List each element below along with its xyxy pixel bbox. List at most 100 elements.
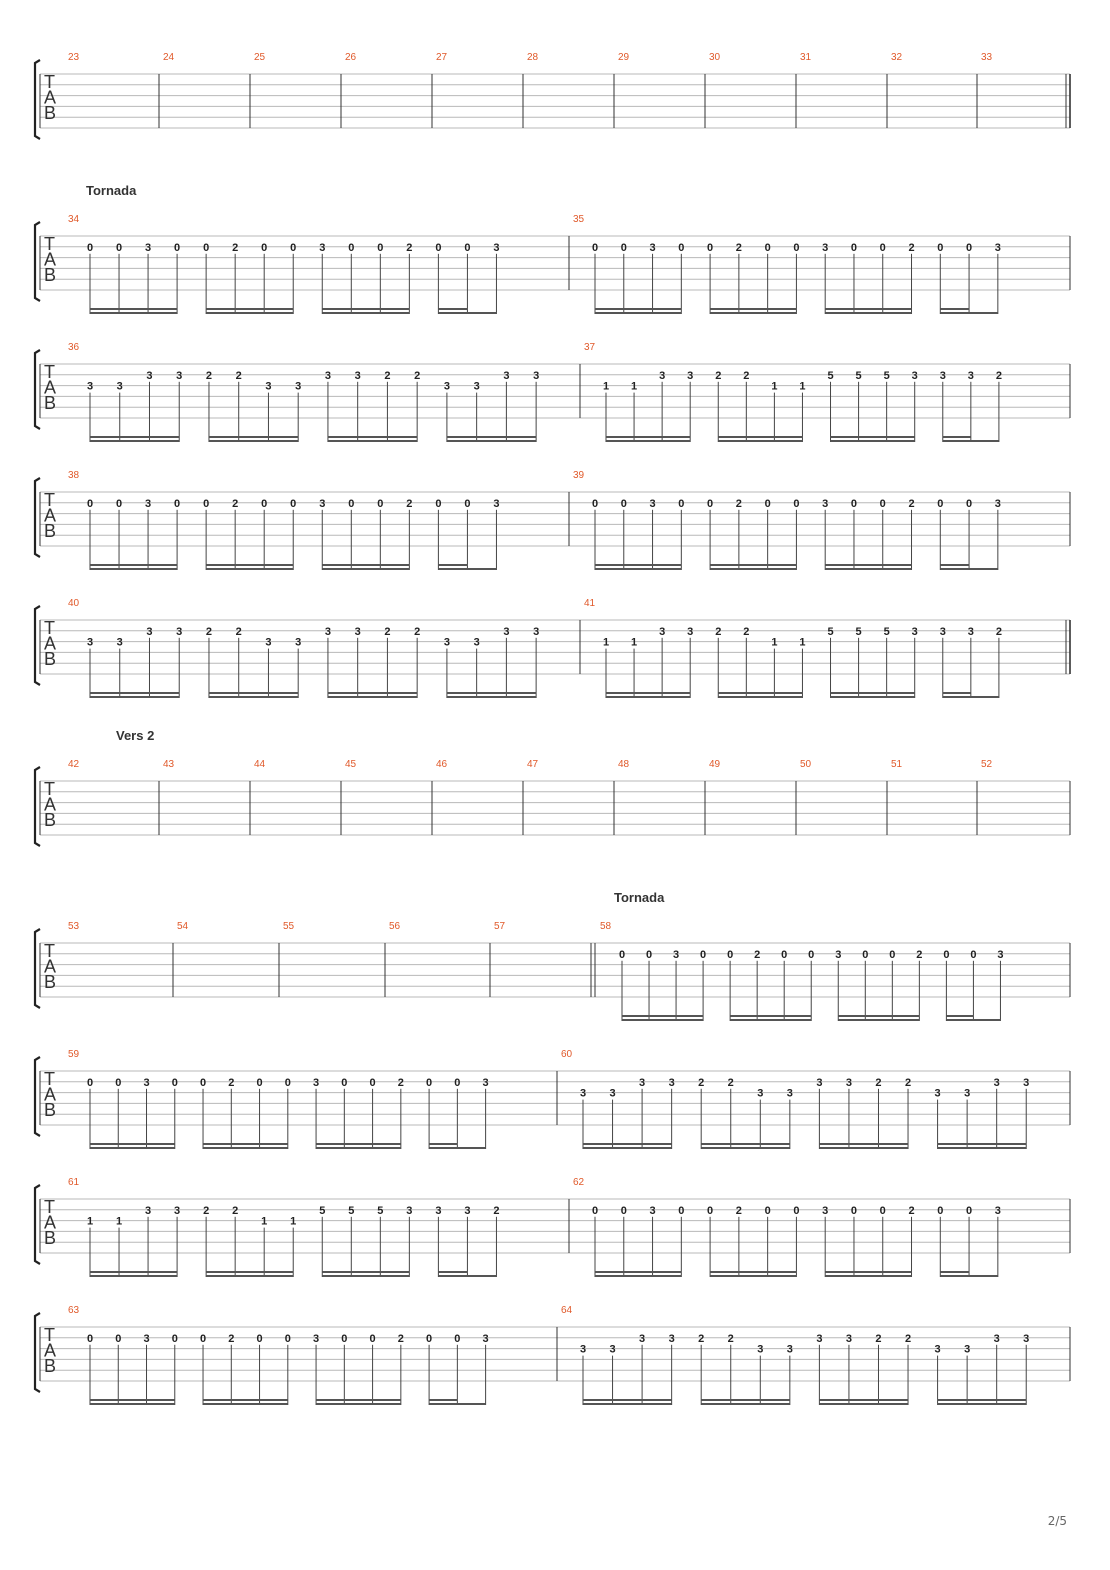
measure: 46 [436,759,524,835]
fret-number: 3 [997,949,1003,961]
fret-number: 3 [435,1205,441,1217]
fret-number: 2 [728,1077,734,1089]
fret-number: 3 [609,1088,615,1100]
measure-number: 58 [600,921,612,932]
fret-number: 3 [1023,1077,1029,1089]
fret-number: 0 [765,498,771,510]
staff-bracket [33,766,41,847]
fret-number: 3 [639,1077,645,1089]
measure-number: 31 [800,52,812,63]
fret-number: 3 [649,1205,655,1217]
fret-number: 2 [206,370,212,382]
staff-bracket [33,605,41,686]
fret-number: 2 [743,626,749,638]
fret-number: 0 [765,1205,771,1217]
fret-number: 3 [87,381,93,393]
tab-clef-letter: T [44,1069,55,1089]
fret-number: 5 [827,370,833,382]
tab-clef-letter: T [44,1325,55,1345]
fret-number: 2 [406,498,412,510]
tab-clef-letter: T [44,618,55,638]
measure-number: 40 [68,598,80,609]
fret-number: 0 [87,1333,93,1345]
fret-number: 3 [313,1333,319,1345]
measure: 23 [68,52,160,128]
measure-number: 49 [709,759,721,770]
measure-number: 26 [345,52,357,63]
fret-number: 3 [295,637,301,649]
fret-number: 2 [875,1333,881,1345]
fret-number: 0 [592,1205,598,1217]
measure: 24 [163,52,251,128]
fret-number: 0 [377,242,383,254]
measure-number: 41 [584,598,596,609]
tab-clef-letter: A [44,506,56,526]
fret-number: 5 [884,626,890,638]
fret-number: 2 [698,1077,704,1089]
tab-clef-letter: A [44,88,56,108]
measure: 48 [618,759,706,835]
fret-number: 3 [995,498,1001,510]
measure-number: 44 [254,759,266,770]
fret-number: 3 [143,1333,149,1345]
fret-number: 0 [203,498,209,510]
fret-number: 3 [787,1344,793,1356]
fret-number: 0 [937,498,943,510]
fret-number: 3 [444,637,450,649]
fret-number: 0 [621,242,627,254]
fret-number: 0 [937,1205,943,1217]
tab-clef-letter: A [44,634,56,654]
fret-number: 0 [370,1333,376,1345]
fret-number: 0 [256,1333,262,1345]
tab-clef-letter: T [44,1197,55,1217]
fret-number: 3 [474,381,480,393]
measure-number: 64 [561,1305,573,1316]
fret-number: 0 [937,242,943,254]
fret-number: 3 [355,370,361,382]
fret-number: 0 [290,498,296,510]
fret-number: 0 [348,242,354,254]
fret-number: 0 [862,949,868,961]
fret-number: 0 [435,242,441,254]
measure-number: 50 [800,759,812,770]
fret-number: 0 [621,1205,627,1217]
measure: 26 [345,52,433,128]
measure-number: 38 [68,470,80,481]
fret-number: 2 [905,1333,911,1345]
fret-number: 3 [87,637,93,649]
measure-number: 56 [389,921,401,932]
fret-number: 1 [771,637,777,649]
measure-number: 48 [618,759,630,770]
fret-number: 3 [669,1077,675,1089]
fret-number: 3 [146,626,152,638]
tab-clef-letter: B [44,393,56,413]
fret-number: 2 [743,370,749,382]
fret-number: 3 [474,637,480,649]
fret-number: 1 [631,637,637,649]
fret-number: 3 [146,370,152,382]
fret-number: 3 [964,1088,970,1100]
fret-number: 0 [261,498,267,510]
measure-number: 24 [163,52,175,63]
measure: 30 [709,52,797,128]
fret-number: 3 [580,1088,586,1100]
fret-number: 3 [659,626,665,638]
measure-number: 60 [561,1049,573,1060]
section-label: Vers 2 [116,728,154,743]
fret-number: 3 [117,381,123,393]
tab-clef-letter: T [44,72,55,92]
fret-number: 3 [325,626,331,638]
fret-number: 3 [355,626,361,638]
measure-number: 47 [527,759,539,770]
fret-number: 0 [678,1205,684,1217]
fret-number: 0 [261,242,267,254]
fret-number: 3 [846,1077,852,1089]
